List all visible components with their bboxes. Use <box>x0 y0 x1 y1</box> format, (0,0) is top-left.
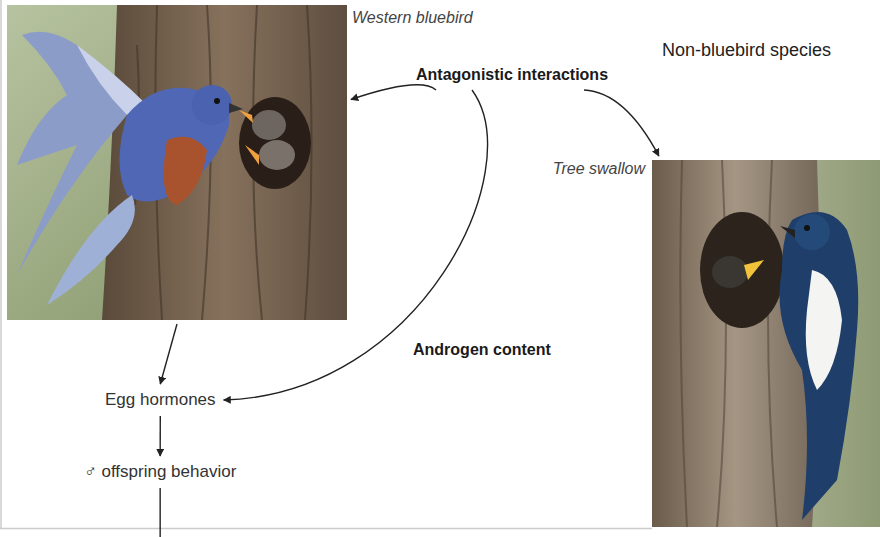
interaction-label-node: Antagonistic interactions <box>412 64 612 86</box>
species-label: Tree swallow <box>553 160 645 178</box>
group-heading: Non-bluebird species <box>662 40 831 61</box>
bluebird-photo <box>7 5 347 320</box>
flow-label: ♂ offspring behavior <box>84 462 236 481</box>
connector-arrow <box>351 85 436 100</box>
interaction-label: Antagonistic interactions <box>416 66 608 83</box>
tree-swallow-photo <box>652 160 880 527</box>
edge-label: Androgen content <box>410 340 554 360</box>
flow-label: Egg hormones <box>105 390 216 409</box>
behavior-node: ♂ offspring behavior <box>80 460 240 484</box>
hormone-node: Egg hormones <box>101 388 220 412</box>
species-label: Western bluebird <box>352 9 473 27</box>
connector-arrow <box>159 416 161 456</box>
connector-arrow <box>584 90 659 156</box>
bluebird-photo-node: Western bluebird <box>7 5 347 320</box>
connector-arrow <box>160 324 177 384</box>
swallow-photo-node: Non-bluebird speciesTree swallow <box>652 160 880 527</box>
